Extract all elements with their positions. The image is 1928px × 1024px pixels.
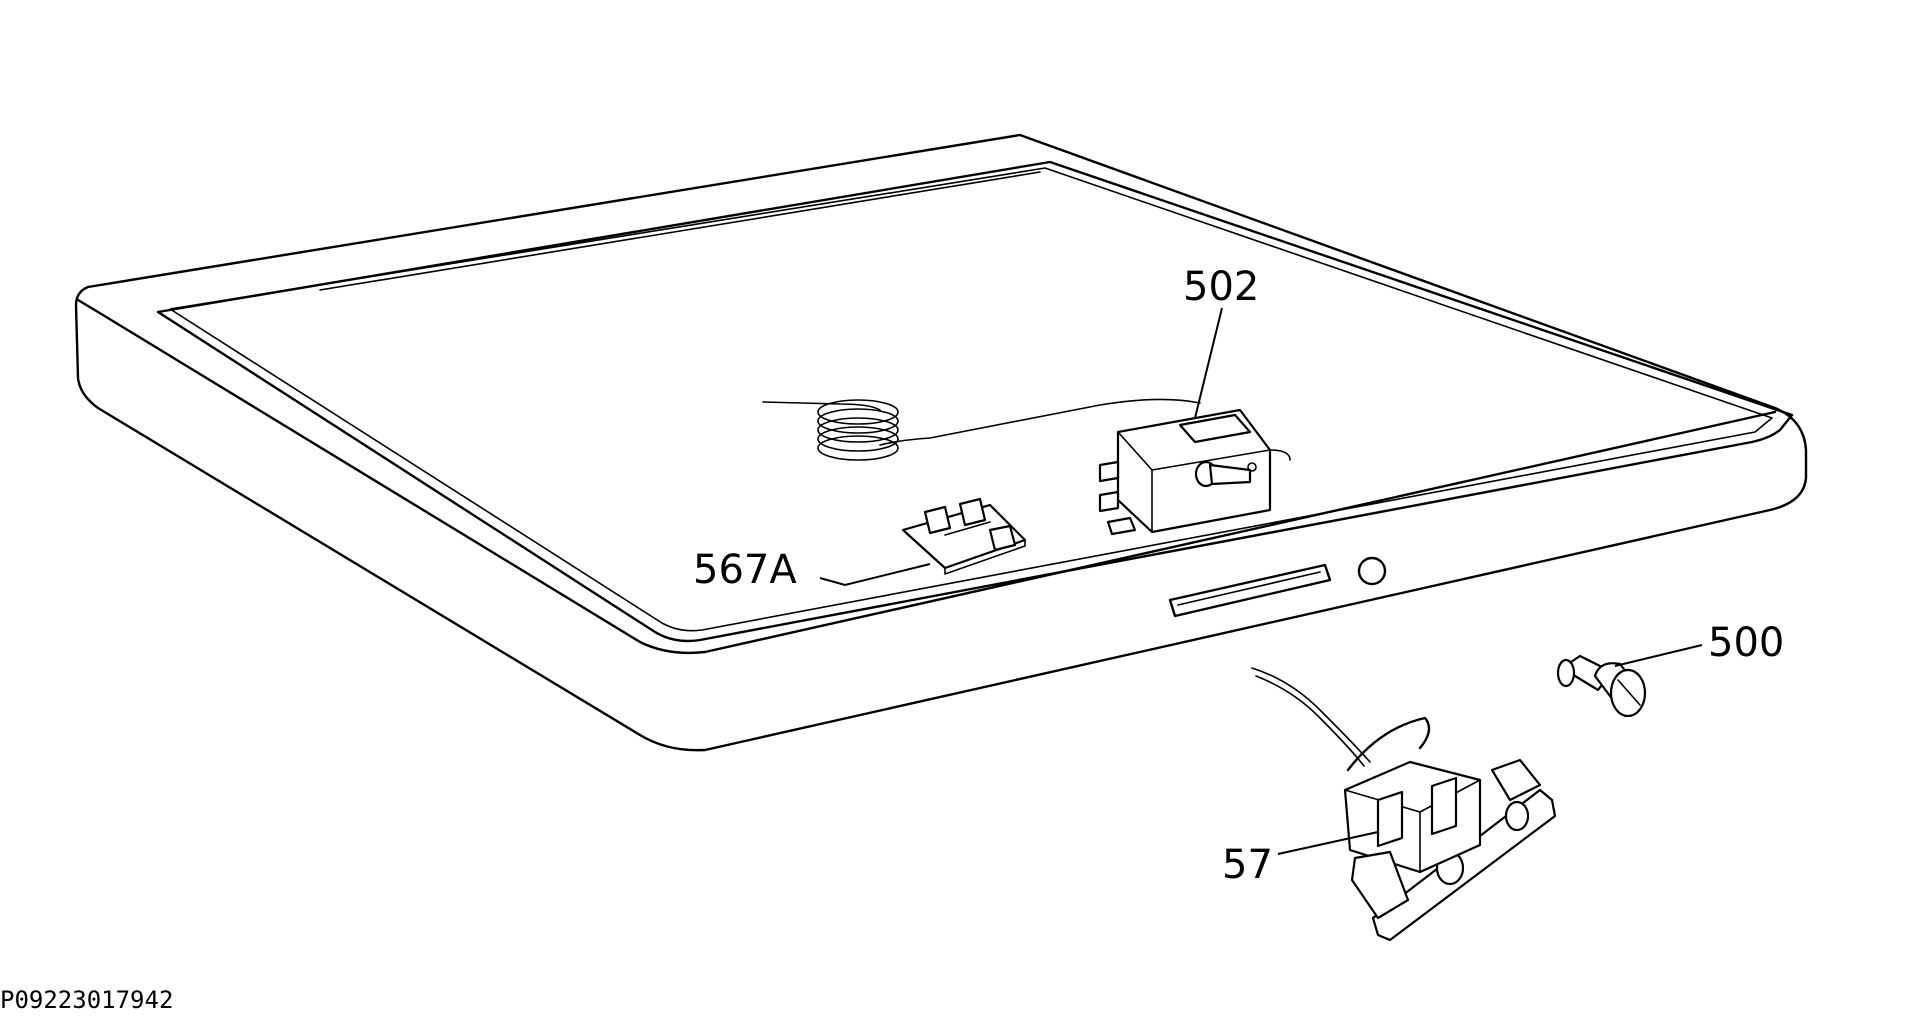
callout-567a: 567A: [693, 547, 797, 593]
thermostat: [762, 398, 1291, 536]
callout-57: 57: [1222, 842, 1273, 888]
connector-block: [901, 497, 1027, 575]
lid-frame: [74, 133, 1808, 752]
lamp-switch-assembly: [1251, 667, 1557, 942]
leader-lines: [819, 307, 1703, 855]
callout-502: 502: [1183, 264, 1259, 310]
capillary-coil: [817, 399, 899, 461]
callout-500: 500: [1708, 620, 1784, 666]
thermostat-knob: [1556, 654, 1647, 718]
document-id: P09223017942: [0, 986, 173, 1014]
